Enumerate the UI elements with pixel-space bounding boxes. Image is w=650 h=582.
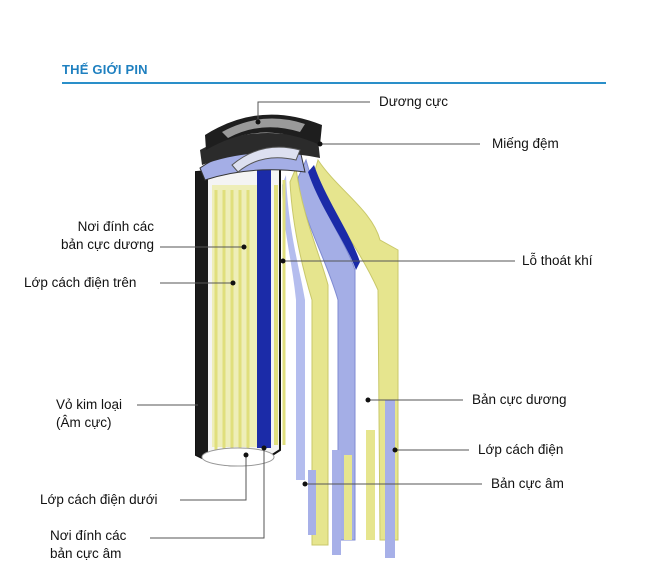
gasket-shape xyxy=(200,132,320,165)
label-metal-case-line2: (Âm cực) xyxy=(56,415,112,430)
header-bar: THẾ GIỚI PIN xyxy=(62,62,606,84)
case-left-edge xyxy=(196,170,208,460)
strip-yellow-1 xyxy=(344,455,352,540)
inner-separator-strip xyxy=(282,175,305,480)
label-lower-insulator: Lớp cách điện dưới xyxy=(40,492,158,507)
strip-lavender-2 xyxy=(332,450,341,555)
label-vent: Lỗ thoát khí xyxy=(522,253,593,268)
page-title: THẾ GIỚI PIN xyxy=(62,62,148,77)
label-positive-tab: Nơi đính các bản cực dương xyxy=(34,218,154,254)
label-negative-tab-line1: Nơi đính các xyxy=(50,528,127,543)
inner-plates xyxy=(212,180,286,452)
label-positive-plate: Bản cực dương xyxy=(472,392,567,407)
leader-dots xyxy=(230,119,398,487)
cap-highlight xyxy=(222,118,305,138)
strip-lavender-1 xyxy=(308,470,316,535)
label-metal-case-line1: Vỏ kim loại xyxy=(56,397,123,412)
leader-lines xyxy=(137,101,515,539)
label-negative-tab: Nơi đính các bản cực âm xyxy=(50,527,150,563)
negative-plate-strip xyxy=(289,166,329,546)
label-separator: Lớp cách điện xyxy=(478,442,564,457)
vent-cap xyxy=(231,146,301,173)
label-upper-insulator: Lớp cách điện trên xyxy=(24,275,137,290)
strip-yellow-2 xyxy=(366,430,375,540)
label-metal-case: Vỏ kim loại (Âm cực) xyxy=(56,396,146,432)
label-gasket: Miếng đệm xyxy=(492,136,559,151)
strip-lavender-3 xyxy=(385,400,395,558)
label-positive-tab-line1: Nơi đính các xyxy=(77,219,154,234)
label-positive-tab-line2: bản cực dương xyxy=(61,237,154,252)
center-pin xyxy=(257,170,271,448)
label-negative-tab-line2: bản cực âm xyxy=(50,546,122,561)
label-positive-terminal: Dương cực xyxy=(379,94,448,109)
bottom-insulator xyxy=(201,447,275,467)
dark-separator-edge xyxy=(308,165,360,270)
label-negative-plate: Bản cực âm xyxy=(491,476,564,491)
